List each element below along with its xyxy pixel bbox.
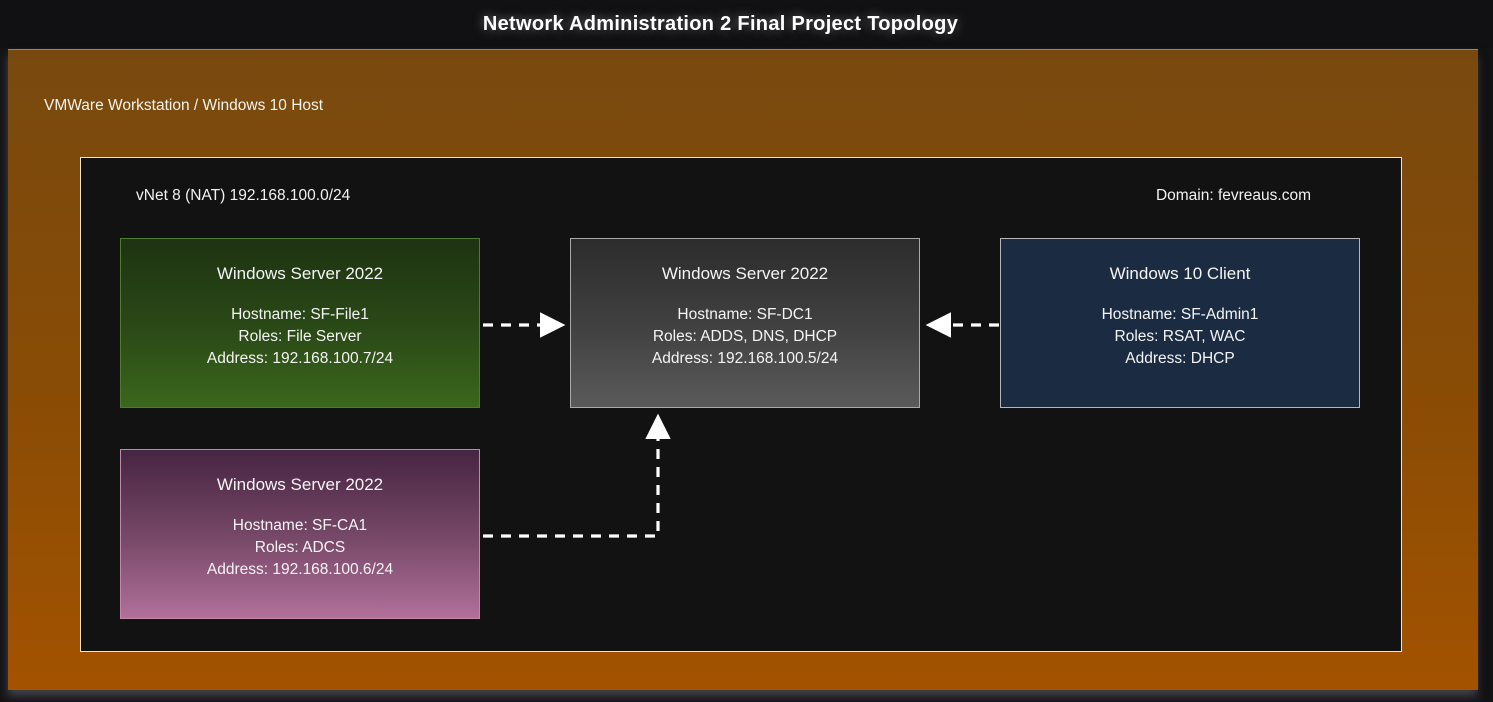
host-panel: VMWare Workstation / Windows 10 Host vNe…	[8, 49, 1478, 690]
node-sf-dc1[interactable]: Windows Server 2022 Hostname: SF-DC1 Rol…	[570, 238, 920, 408]
node-sf-admin1[interactable]: Windows 10 Client Hostname: SF-Admin1 Ro…	[1000, 238, 1360, 408]
node-roles: Roles: RSAT, WAC	[1114, 328, 1246, 345]
node-roles: Roles: ADDS, DNS, DHCP	[652, 328, 838, 345]
title-bar: Network Administration 2 Final Project T…	[0, 0, 1493, 48]
vnet-panel: vNet 8 (NAT) 192.168.100.0/24 Domain: fe…	[80, 157, 1402, 652]
node-roles: Roles: File Server	[238, 328, 362, 345]
node-title: Windows Server 2022	[661, 264, 829, 283]
node-title: Windows Server 2022	[216, 475, 384, 494]
node-roles: Roles: ADCS	[254, 539, 346, 556]
node-address: Address: 192.168.100.6/24	[206, 561, 394, 578]
node-sf-file1[interactable]: Windows Server 2022 Hostname: SF-File1 R…	[120, 238, 480, 408]
node-hostname: Hostname: SF-DC1	[677, 306, 813, 323]
node-sf-ca1[interactable]: Windows Server 2022 Hostname: SF-CA1 Rol…	[120, 449, 480, 619]
node-hostname: Hostname: SF-CA1	[232, 517, 368, 534]
node-hostname: Hostname: SF-File1	[231, 306, 369, 323]
node-hostname: Hostname: SF-Admin1	[1101, 306, 1259, 323]
node-title: Windows 10 Client	[1109, 264, 1251, 283]
domain-label: Domain: fevreaus.com	[1155, 187, 1311, 204]
node-address: Address: DHCP	[1125, 350, 1235, 367]
connection-ca1-to-dc1	[483, 413, 671, 538]
vnet-label: vNet 8 (NAT) 192.168.100.0/24	[136, 187, 351, 204]
page-title: Network Administration 2 Final Project T…	[482, 12, 959, 35]
node-address: Address: 192.168.100.7/24	[206, 350, 394, 367]
node-title: Windows Server 2022	[216, 264, 384, 283]
node-address: Address: 192.168.100.5/24	[651, 350, 839, 367]
host-panel-label: VMWare Workstation / Windows 10 Host	[44, 97, 324, 114]
